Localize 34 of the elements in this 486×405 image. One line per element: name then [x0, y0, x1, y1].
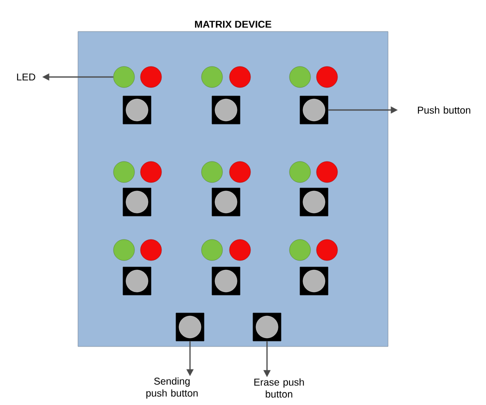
led-light: [229, 161, 251, 183]
led-light: [289, 239, 311, 261]
callout-label: Sending push button: [146, 377, 198, 399]
led-light: [316, 239, 338, 261]
led-light: [289, 161, 311, 183]
callout-label: LED: [17, 74, 36, 80]
led-light: [113, 66, 135, 88]
led-light: [316, 161, 338, 183]
push-button: [176, 312, 204, 342]
led-light: [201, 161, 223, 183]
callout-label: Erase push button: [254, 378, 304, 398]
led-light: [113, 161, 135, 183]
led-light: [140, 239, 162, 261]
led-light: [229, 66, 251, 88]
push-button: [212, 96, 240, 124]
led-light: [316, 66, 338, 88]
push-button: [122, 96, 152, 124]
led-light: [229, 239, 251, 261]
push-button: [300, 188, 328, 216]
push-button: [300, 96, 328, 124]
push-button: [300, 266, 328, 296]
led-light: [201, 239, 223, 261]
led-light: [201, 66, 223, 88]
led-light: [140, 161, 162, 183]
panel-title: MATRIX DEVICE: [195, 20, 272, 28]
led-light: [113, 239, 135, 261]
push-button: [212, 188, 240, 216]
led-light: [289, 66, 311, 88]
led-light: [140, 66, 162, 88]
push-button: [122, 188, 152, 216]
push-button: [212, 266, 240, 296]
callout-label: Push button: [418, 106, 470, 114]
push-button: [122, 266, 152, 296]
push-button: [252, 312, 282, 342]
